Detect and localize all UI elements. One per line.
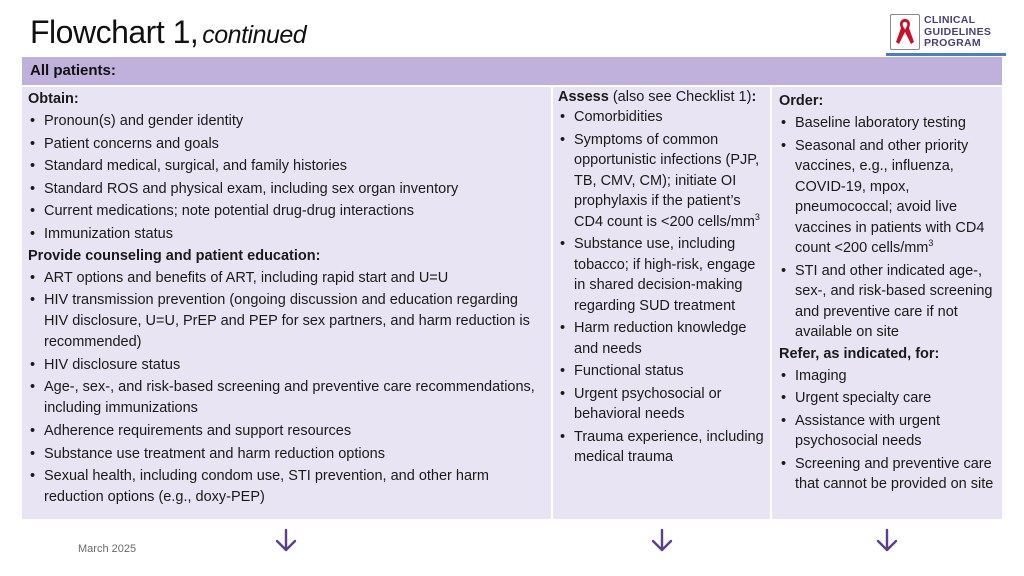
page-title: Flowchart 1,continued	[30, 14, 307, 51]
counseling-heading: Provide counseling and patient education…	[28, 247, 321, 264]
assess-list: Comorbidities Symptoms of common opportu…	[558, 107, 764, 468]
arrow-down-icon	[651, 528, 673, 552]
counseling-list: ART options and benefits of ART, includi…	[28, 268, 543, 509]
list-item: Current medications; note potential drug…	[28, 201, 543, 222]
list-item: Comorbidities	[558, 107, 764, 128]
footer-date: March 2025	[78, 543, 137, 555]
order-refer-panel: Order: Baseline laboratory testing Seaso…	[772, 87, 1002, 519]
list-item: HIV transmission prevention (ongoing dis…	[28, 290, 543, 353]
list-item: Trauma experience, including medical tra…	[558, 427, 764, 468]
list-item: STI and other indicated age-, sex-, and …	[779, 261, 996, 343]
ribbon-icon-frame	[890, 14, 920, 50]
assess-panel: Assess (also see Checklist 1): Comorbidi…	[553, 87, 770, 519]
list-item: Adherence requirements and support resou…	[28, 421, 543, 442]
all-patients-label: All patients:	[30, 62, 116, 79]
list-item: Functional status	[558, 361, 764, 382]
list-item: Urgent psychosocial or behavioral needs	[558, 384, 764, 425]
awareness-ribbon-icon	[896, 19, 914, 44]
refer-heading: Refer, as indicated, for:	[779, 345, 940, 362]
list-item: Standard medical, surgical, and family h…	[28, 156, 543, 177]
clinical-guidelines-logo: CLINICAL GUIDELINES PROGRAM	[890, 14, 1010, 54]
page-title-sub: continued	[202, 21, 307, 49]
logo-text: CLINICAL GUIDELINES PROGRAM	[924, 14, 992, 49]
list-item: Age-, sex-, and risk-based screening and…	[28, 377, 543, 419]
list-item: Harm reduction knowledge and needs	[558, 318, 764, 359]
list-item: Symptoms of common opportunistic infecti…	[558, 130, 764, 233]
order-list: Baseline laboratory testing Seasonal and…	[779, 113, 996, 343]
logo-underline	[886, 53, 1006, 56]
list-item: Assistance with urgent psychosocial need…	[779, 411, 996, 452]
list-item: Pronoun(s) and gender identity	[28, 111, 543, 132]
refer-list: Imaging Urgent specialty care Assistance…	[779, 366, 996, 495]
list-item: Screening and preventive care that canno…	[779, 454, 996, 495]
list-item: Seasonal and other priority vaccines, e.…	[779, 136, 996, 259]
list-item: Substance use, including tobacco; if hig…	[558, 234, 764, 316]
obtain-list: Pronoun(s) and gender identity Patient c…	[28, 111, 543, 245]
obtain-heading: Obtain:	[28, 91, 79, 107]
list-item: Sexual health, including condom use, STI…	[28, 466, 543, 508]
arrow-down-icon	[275, 528, 297, 552]
list-item: Baseline laboratory testing	[779, 113, 996, 134]
list-item: Substance use treatment and harm reducti…	[28, 444, 543, 465]
all-patients-header: All patients:	[22, 57, 1002, 85]
list-item: Immunization status	[28, 224, 543, 245]
list-item: Imaging	[779, 366, 996, 387]
list-item: Standard ROS and physical exam, includin…	[28, 179, 543, 200]
order-heading: Order:	[779, 93, 824, 109]
assess-heading: Assess (also see Checklist 1):	[558, 89, 757, 105]
list-item: Urgent specialty care	[779, 388, 996, 409]
page-title-main: Flowchart 1,	[30, 14, 199, 50]
list-item: HIV disclosure status	[28, 355, 543, 376]
list-item: Patient concerns and goals	[28, 134, 543, 155]
arrow-down-icon	[876, 528, 898, 552]
obtain-counseling-panel: Obtain: Pronoun(s) and gender identity P…	[22, 87, 551, 519]
list-item: ART options and benefits of ART, includi…	[28, 268, 543, 289]
